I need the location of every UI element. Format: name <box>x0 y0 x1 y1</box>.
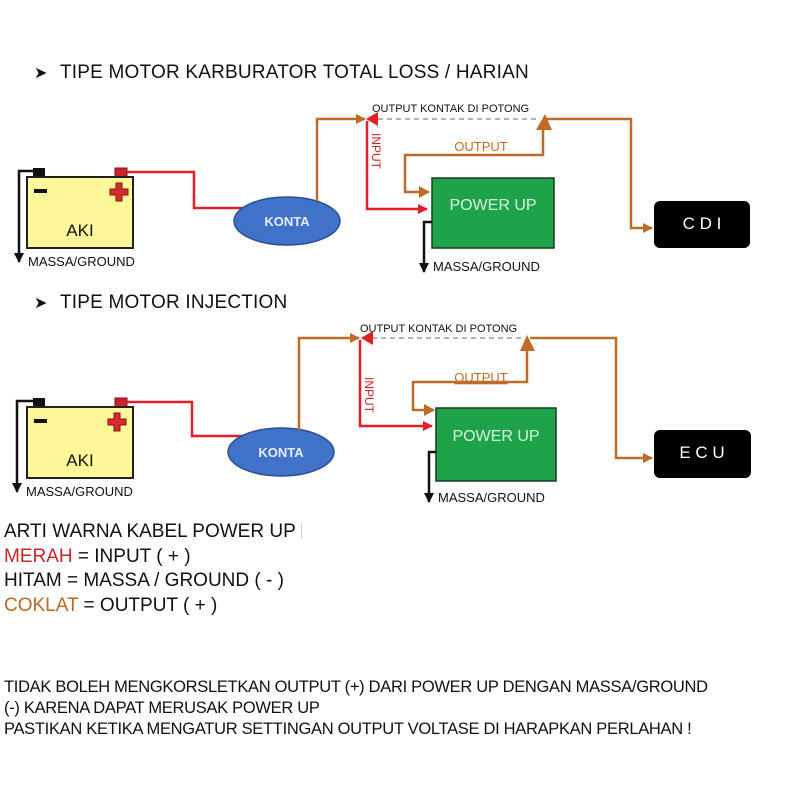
battery-positive-terminal <box>114 167 128 178</box>
section-title-text: TIPE MOTOR KARBURATOR TOTAL LOSS / HARIA… <box>60 62 529 83</box>
wire-color-legend: ARTI WARNA KABEL POWER UP MERAH = INPUT … <box>4 520 302 618</box>
battery-to-switch-wire <box>127 400 264 441</box>
legend-row-brown: COKLAT = OUTPUT ( + ) <box>4 594 302 619</box>
battery-label: AKI <box>66 221 93 240</box>
cut-label: OUTPUT KONTAK DI POTONG <box>372 103 529 115</box>
ecu-label: E C U <box>679 443 724 462</box>
cdi-label: C D I <box>683 214 722 233</box>
input-label: INPUT <box>369 133 383 170</box>
junction-to-target-wire <box>530 336 653 463</box>
power-up-input-wire <box>358 340 433 431</box>
ignition-switch-label: KONTA <box>264 214 310 229</box>
power-up-label: POWER UP <box>452 428 539 445</box>
battery-plus-icon <box>107 412 127 432</box>
legend-row-red: MERAH = INPUT ( + ) <box>4 545 302 570</box>
battery-negative-terminal <box>33 398 45 407</box>
switch-output-wire <box>297 333 360 430</box>
power-up-module <box>435 407 557 482</box>
legend-color-name: MERAH <box>4 545 73 567</box>
warning-line: TIDAK BOLEH MENGKORSLETKAN OUTPUT (+) DA… <box>4 678 708 696</box>
ignition-switch-label: KONTA <box>258 445 304 460</box>
battery-positive-terminal <box>114 397 128 408</box>
legend-meaning: = INPUT ( + ) <box>72 545 191 567</box>
wiring-diagram-karburator: AKI MASSA/GROUND KONTA OUTPUT KONTAK DI … <box>14 103 750 274</box>
arrowhead-bullet-icon: ➤ <box>34 295 48 312</box>
battery-label: AKI <box>66 451 93 470</box>
legend-color-name: HITAM <box>4 570 62 591</box>
output-label: OUTPUT <box>454 139 508 154</box>
output-in-arrowhead <box>419 186 430 198</box>
warning-note: TIDAK BOLEH MENGKORSLETKAN OUTPUT (+) DA… <box>4 677 708 740</box>
legend-meaning: = MASSA / GROUND ( - ) <box>61 570 284 591</box>
battery-plus-icon <box>109 182 129 202</box>
power-up-ground-wire <box>424 450 436 503</box>
ignition-switch <box>227 427 335 477</box>
wiring-diagram-injection: AKI MASSA/GROUND KONTA OUTPUT KONTAK DI … <box>12 323 751 505</box>
power-up-output-wire <box>411 342 529 412</box>
warning-line: PASTIKAN KETIKA MENGATUR SETTINGAN OUTPU… <box>4 720 692 738</box>
battery-negative-terminal <box>33 168 45 177</box>
battery-ground-label: MASSA/GROUND <box>28 254 135 269</box>
warning-line: (-) KARENA DAPAT MERUSAK POWER UP <box>4 699 320 717</box>
legend-meaning: = OUTPUT ( + ) <box>78 594 218 616</box>
cut-label: OUTPUT KONTAK DI POTONG <box>360 323 517 335</box>
output-label: OUTPUT <box>454 370 508 385</box>
ecu-unit <box>654 430 751 478</box>
output-junction-arrowhead <box>536 114 552 130</box>
cdi-unit <box>654 201 750 248</box>
legend-heading: ARTI WARNA KABEL POWER UP <box>4 520 302 545</box>
junction-red-arrowhead <box>361 331 373 345</box>
battery-minus-icon <box>34 419 47 423</box>
junction-red-arrowhead <box>366 112 378 126</box>
power-up-module <box>431 177 555 249</box>
battery-ground-wire <box>14 169 38 263</box>
power-up-ground-label: MASSA/GROUND <box>433 259 540 274</box>
output-in-arrowhead <box>424 404 435 416</box>
power-up-ground-wire <box>419 220 432 273</box>
battery-ground-label: MASSA/GROUND <box>26 484 133 499</box>
section-title-injection: ➤ TIPE MOTOR INJECTION <box>34 292 287 314</box>
section-title-karburator: ➤ TIPE MOTOR KARBURATOR TOTAL LOSS / HARI… <box>34 62 529 84</box>
output-junction-arrowhead <box>520 335 535 351</box>
power-up-ground-label: MASSA/GROUND <box>438 490 545 505</box>
legend-color-name: COKLAT <box>4 594 79 616</box>
power-up-output-wire <box>403 121 545 194</box>
input-label: INPUT <box>362 377 376 414</box>
legend-row-black: HITAM = MASSA / GROUND ( - ) <box>4 569 302 594</box>
text-cursor <box>300 523 302 539</box>
battery-minus-icon <box>34 189 47 193</box>
junction-to-target-wire <box>545 117 653 233</box>
section-title-text: TIPE MOTOR INJECTION <box>60 292 288 313</box>
ignition-switch <box>233 196 341 246</box>
switch-output-wire <box>315 114 366 201</box>
power-up-label: POWER UP <box>449 197 536 214</box>
power-up-input-wire <box>365 121 428 214</box>
legend-heading-text: ARTI WARNA KABEL POWER UP <box>4 521 296 542</box>
battery-ground-wire <box>12 399 38 493</box>
arrowhead-bullet-icon: ➤ <box>34 65 48 82</box>
battery-to-switch-wire <box>127 170 263 213</box>
